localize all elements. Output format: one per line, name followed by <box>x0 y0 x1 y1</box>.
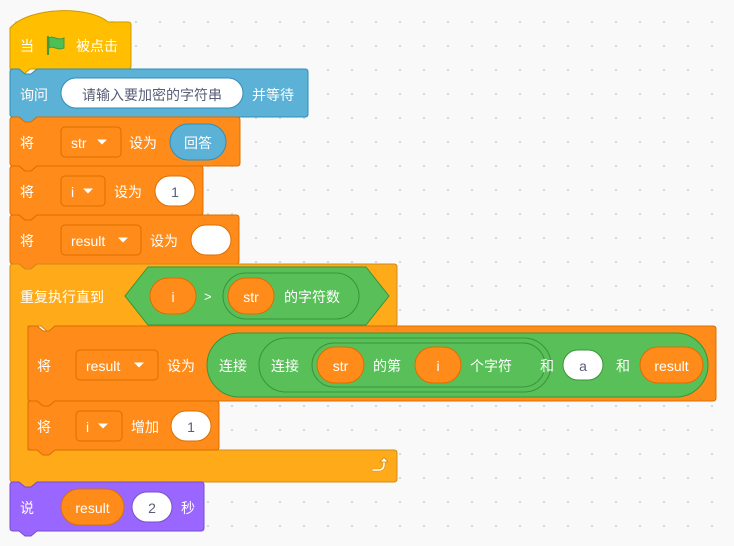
ask-label: 询问 <box>20 87 48 103</box>
chevron-down-icon <box>118 237 128 243</box>
when-flag-suffix: 被点击 <box>76 38 118 54</box>
join-literal-input[interactable] <box>562 349 604 381</box>
letter-of-prefix: 的第 <box>373 358 401 374</box>
ask-question-text: 请输入要加密的字符串 <box>82 87 222 103</box>
set-str-variable: str <box>71 135 87 151</box>
condition-right-var: str <box>243 289 259 305</box>
letter-of-suffix: 个字符 <box>470 358 512 374</box>
join-inner-label: 连接 <box>271 358 299 374</box>
say-label: 说 <box>20 500 34 516</box>
set-i-mid: 设为 <box>114 184 142 200</box>
set-i-value-input[interactable] <box>154 175 196 207</box>
join-literal-value: a <box>579 358 587 374</box>
letter-index-var: i <box>436 358 440 374</box>
set-join-variable: result <box>86 358 121 374</box>
change-i-variable: i <box>86 419 90 435</box>
set-str-mid: 设为 <box>129 135 157 151</box>
variable-dropdown-i[interactable] <box>60 175 106 207</box>
say-message-reporter[interactable] <box>60 488 125 526</box>
set-result-variable: result <box>71 233 106 249</box>
variable-dropdown-i-2[interactable] <box>75 410 123 442</box>
change-value-input[interactable] <box>170 410 212 442</box>
chevron-down-icon <box>134 362 144 368</box>
when-flag-prefix: 当 <box>20 38 34 54</box>
say-message-var: result <box>75 500 110 516</box>
set-str-label: 将 <box>20 135 34 151</box>
repeat-until-label: 重复执行直到 <box>20 289 104 305</box>
say-seconds-value: 2 <box>148 500 156 516</box>
set-result-label: 将 <box>20 233 34 249</box>
set-i-variable: i <box>71 184 75 200</box>
say-seconds-input[interactable] <box>131 491 173 523</box>
ask-question-input[interactable] <box>60 77 244 109</box>
set-join-mid: 设为 <box>167 358 195 374</box>
change-i-label: 将 <box>37 419 51 435</box>
join-and-1: 和 <box>540 358 554 374</box>
set-i-label: 将 <box>20 184 34 200</box>
chevron-down-icon <box>98 423 108 429</box>
join-and-2: 和 <box>616 358 630 374</box>
answer-reporter-label: 回答 <box>184 135 212 151</box>
condition-right-suffix: 的字符数 <box>284 289 340 305</box>
change-i-value: 1 <box>187 419 195 435</box>
say-suffix: 秒 <box>181 500 195 516</box>
condition-i-reporter[interactable] <box>149 277 197 315</box>
join-last-var: result <box>654 358 689 374</box>
join-outer-label: 连接 <box>219 358 247 374</box>
letter-index-i-reporter[interactable] <box>414 346 462 384</box>
variable-dropdown-str[interactable] <box>60 126 122 158</box>
letter-of-var: str <box>332 358 349 374</box>
variable-dropdown-result[interactable] <box>60 224 142 256</box>
set-result-mid: 设为 <box>150 233 178 249</box>
condition-operator: > <box>204 289 212 304</box>
letter-of-str-reporter[interactable] <box>316 346 365 384</box>
answer-reporter[interactable] <box>169 123 227 161</box>
ask-suffix: 并等待 <box>252 87 294 103</box>
condition-left-var: i <box>171 289 175 305</box>
chevron-down-icon <box>83 188 93 194</box>
loop-arrow-icon <box>371 456 388 472</box>
chevron-down-icon <box>97 139 107 145</box>
length-of-str-reporter[interactable] <box>227 277 275 315</box>
green-flag-icon <box>46 35 65 55</box>
change-i-mid: 增加 <box>131 419 159 435</box>
set-join-label: 将 <box>37 358 51 374</box>
variable-dropdown-result-2[interactable] <box>75 349 159 381</box>
set-result-value-input[interactable] <box>190 224 232 256</box>
set-i-value: 1 <box>171 184 179 200</box>
join-result-reporter[interactable] <box>639 346 704 384</box>
